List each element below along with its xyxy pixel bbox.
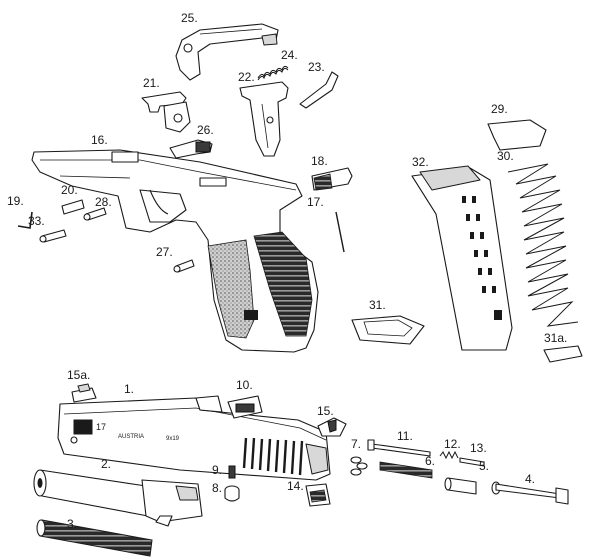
label-part-13: 13. [470, 441, 487, 455]
label-part-23: 23. [308, 60, 325, 74]
firing-pin-spring-part-6 [379, 461, 433, 479]
label-part-11: 11. [397, 429, 413, 443]
label-part-8: 8. [212, 481, 223, 495]
follower-part-31 [351, 315, 425, 345]
pin-part-27 [173, 259, 195, 273]
locking-block-pin-part-20 [61, 199, 85, 215]
label-part-27: 27. [156, 245, 173, 259]
label-part-21: 21. [143, 76, 160, 90]
label-part-20: 20. [61, 183, 78, 197]
pin-part-28 [83, 207, 107, 221]
label-part-7: 7. [351, 437, 362, 451]
magazine-part-32 [411, 165, 513, 351]
firing-pin-part-11 [367, 439, 431, 457]
slide-stop-part-26 [169, 139, 213, 159]
trigger-spring-part-24 [257, 65, 289, 81]
trigger-housing-part-22 [239, 81, 289, 157]
spring-part-12 [439, 450, 459, 460]
guide-rod-part-4 [491, 481, 569, 505]
label-part-33: 33. [28, 214, 45, 228]
spacer-sleeve-part-5 [444, 477, 477, 495]
tool-part-19 [17, 211, 33, 229]
locking-block-part-21 [141, 91, 191, 133]
label-part-26: 26. [197, 123, 214, 137]
label-part-15a: 15a. [67, 368, 91, 382]
cover-plate-part-14 [305, 483, 331, 507]
spring-cups-part-7 [350, 456, 368, 476]
slide-part-1 [57, 395, 331, 481]
label-part-28: 28. [95, 195, 112, 209]
slide-lock-part-18 [311, 167, 353, 191]
slide-model-marking: 17 [96, 422, 107, 432]
label-part-1: 1. [124, 382, 135, 396]
label-part-14: 14. [287, 479, 304, 493]
extractor-part-10 [227, 395, 263, 419]
label-part-25: 25. [181, 11, 198, 25]
label-part-10: 10. [236, 378, 253, 392]
magazine-spring-part-30 [507, 163, 579, 327]
label-part-5: 5. [479, 459, 490, 473]
connector-part-23 [299, 71, 339, 109]
label-part-15: 15. [317, 404, 334, 418]
label-part-32: 32. [412, 155, 429, 169]
label-part-29: 29. [491, 102, 508, 116]
label-part-31: 31. [369, 298, 386, 312]
label-part-31a: 31a. [544, 331, 568, 345]
label-part-2: 2. [101, 457, 112, 471]
trigger-bar-part-25 [175, 23, 279, 81]
pin-part-13 [459, 457, 485, 467]
label-part-22: 22. [238, 70, 255, 84]
floor-plate-insert-part-31a [543, 345, 583, 363]
floor-plate-part-29 [487, 119, 547, 151]
barrel-part-2 [33, 469, 203, 527]
slide-lock-spring-part-17 [335, 211, 345, 253]
frame-grip-stipple [207, 239, 258, 339]
label-part-19: 19. [7, 194, 24, 208]
frame-grip-ridges [253, 231, 313, 337]
label-part-3: 3. [67, 517, 78, 531]
firing-pin-safety-part-8 [224, 485, 240, 502]
slide-caliber-marking: 9x19 [166, 436, 180, 442]
spring-part-9 [228, 465, 236, 479]
label-part-9: 9. [212, 463, 223, 477]
label-part-17: 17. [307, 195, 324, 209]
rear-sight-part-15 [317, 417, 347, 437]
label-part-6: 6. [425, 454, 436, 468]
label-part-16: 16. [91, 133, 108, 147]
label-part-4: 4. [525, 472, 536, 486]
label-part-24: 24. [281, 48, 298, 62]
recoil-spring-part-3 [36, 519, 153, 557]
slide-origin-marking: AUSTRIA [118, 434, 145, 440]
label-part-12: 12. [444, 437, 461, 451]
front-sight-part-15a [71, 383, 97, 403]
label-part-18: 18. [311, 154, 328, 168]
pin-part-33 [39, 229, 67, 243]
label-part-30: 30. [497, 149, 514, 163]
